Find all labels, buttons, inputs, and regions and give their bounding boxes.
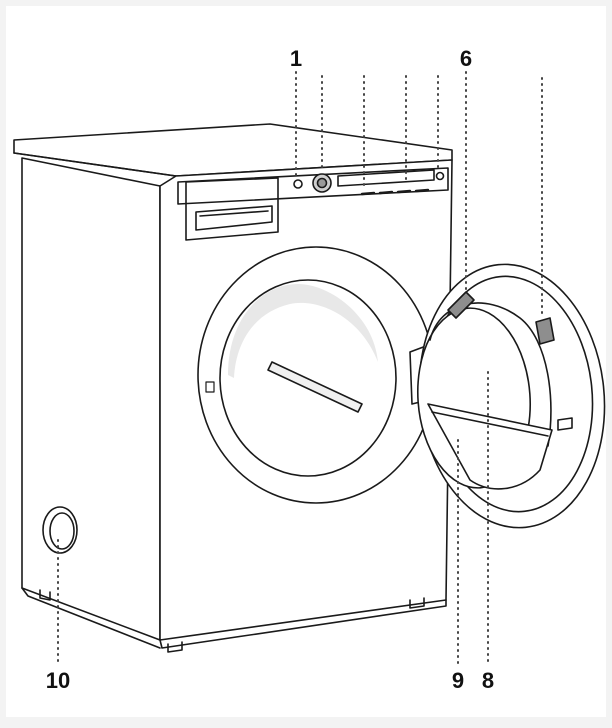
power-button-icon (293, 179, 303, 189)
program-knob-center (316, 177, 328, 189)
filter-cover-inner (49, 512, 75, 550)
machine-side-bottom (21, 587, 161, 649)
door-handle-notch (557, 417, 573, 431)
callout-8: 8 (482, 668, 494, 693)
door-glass-rim (429, 302, 552, 447)
detergent-drawer (185, 177, 279, 241)
foot-front-left (167, 641, 183, 653)
leader-lines (57, 71, 543, 665)
callout-9: 9 (452, 668, 464, 693)
door-latch-icon (205, 381, 215, 393)
drum-paddle (267, 361, 363, 413)
door-bowl-base (427, 403, 553, 490)
callout-1: 1 (290, 46, 302, 71)
drum-inner-shadow (228, 284, 378, 378)
display-window (337, 169, 435, 187)
door-bowl-lip (431, 411, 549, 437)
start-button-icon (435, 171, 445, 181)
door-seal-pad-right (535, 317, 555, 345)
machine-front-bottom (159, 599, 447, 649)
function-buttons (360, 188, 430, 196)
callout-10: 10 (46, 668, 70, 693)
callout-6: 6 (460, 46, 472, 71)
door-ring-inner (219, 279, 397, 477)
drawer-handle-inner (199, 210, 269, 217)
foot-rear-left (39, 589, 51, 601)
drawer-handle (195, 205, 273, 231)
machine-side (21, 157, 161, 641)
foot-front-right (409, 597, 425, 609)
control-panel (177, 167, 449, 205)
door-seal-pad-left (447, 291, 475, 319)
washing-machine (13, 123, 606, 653)
